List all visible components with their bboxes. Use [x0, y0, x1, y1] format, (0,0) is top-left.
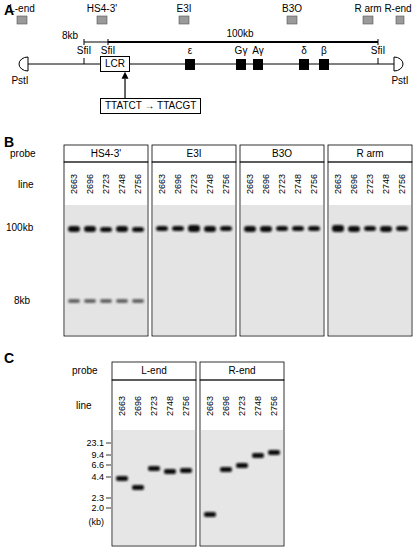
label: 4.4 — [91, 472, 104, 482]
label: 2663 — [245, 174, 255, 194]
label: PstI — [11, 75, 28, 87]
label: 100kb — [226, 28, 253, 40]
label: SfiI — [371, 45, 385, 57]
label: Gγ — [235, 45, 248, 57]
label: 23.1 — [86, 438, 104, 448]
label: 2723 — [365, 174, 375, 194]
label: 2663 — [69, 174, 79, 194]
label: R arm — [356, 148, 383, 160]
label: SfiI — [101, 45, 115, 57]
label: 2723 — [189, 174, 199, 194]
label: probe — [72, 365, 98, 377]
label: line — [76, 400, 92, 412]
mutation-box: TTATCT → TTACGT — [100, 98, 201, 114]
label: 2748 — [117, 174, 127, 194]
label: δ — [301, 45, 307, 57]
label: L-end — [141, 365, 167, 377]
label: 2696 — [173, 174, 183, 194]
label: B — [4, 134, 14, 150]
label: 2663 — [157, 174, 167, 194]
node-text: TTATCT → TTACGT — [105, 100, 196, 112]
label: L-end — [9, 3, 35, 15]
label: 2696 — [261, 174, 271, 194]
label: E3I — [186, 148, 201, 160]
label: 2756 — [221, 174, 231, 194]
label: 2663 — [205, 396, 215, 416]
label: Aγ — [252, 45, 264, 57]
label: 2723 — [149, 396, 159, 416]
label: 2696 — [133, 396, 143, 416]
label: β — [321, 45, 327, 57]
label: 2748 — [381, 174, 391, 194]
label: 2748 — [165, 396, 175, 416]
label: 100kb — [6, 222, 33, 234]
arrow-connector — [122, 72, 129, 98]
label: 2696 — [85, 174, 95, 194]
label: 2748 — [293, 174, 303, 194]
label: 2756 — [181, 396, 191, 416]
label: B3O — [282, 3, 302, 15]
label: 2.0 — [91, 503, 104, 513]
label: 6.6 — [91, 460, 104, 470]
label: 8kb — [14, 295, 30, 307]
label: HS4-3' — [91, 148, 121, 160]
label: 9.4 — [91, 450, 104, 460]
label: 2723 — [237, 396, 247, 416]
label: 2723 — [277, 174, 287, 194]
label: R-end — [384, 3, 411, 15]
label: 2696 — [349, 174, 359, 194]
label: ε — [188, 45, 192, 57]
label: 2756 — [269, 396, 279, 416]
label: PstI — [391, 75, 408, 87]
label: R arm — [354, 3, 381, 15]
label: 2756 — [397, 174, 407, 194]
label: 2756 — [133, 174, 143, 194]
label: 2748 — [205, 174, 215, 194]
label: R-end — [228, 365, 255, 377]
label: E3I — [176, 3, 191, 15]
label: SfiI — [77, 45, 91, 57]
label: 2756 — [309, 174, 319, 194]
label: C — [4, 350, 14, 366]
lcr-box: LCR — [100, 56, 130, 72]
label: 2696 — [221, 396, 231, 416]
label: B3O — [272, 148, 292, 160]
label: 2723 — [101, 174, 111, 194]
label: line — [18, 179, 34, 191]
label: 2748 — [253, 396, 263, 416]
label: 2663 — [333, 174, 343, 194]
label: 2.3 — [91, 493, 104, 503]
label: probe — [10, 148, 36, 160]
label: (kb) — [89, 517, 105, 527]
label: 8kb — [62, 30, 78, 42]
label: 2663 — [117, 396, 127, 416]
node-text: LCR — [105, 58, 125, 70]
label: HS4-3' — [87, 3, 117, 15]
